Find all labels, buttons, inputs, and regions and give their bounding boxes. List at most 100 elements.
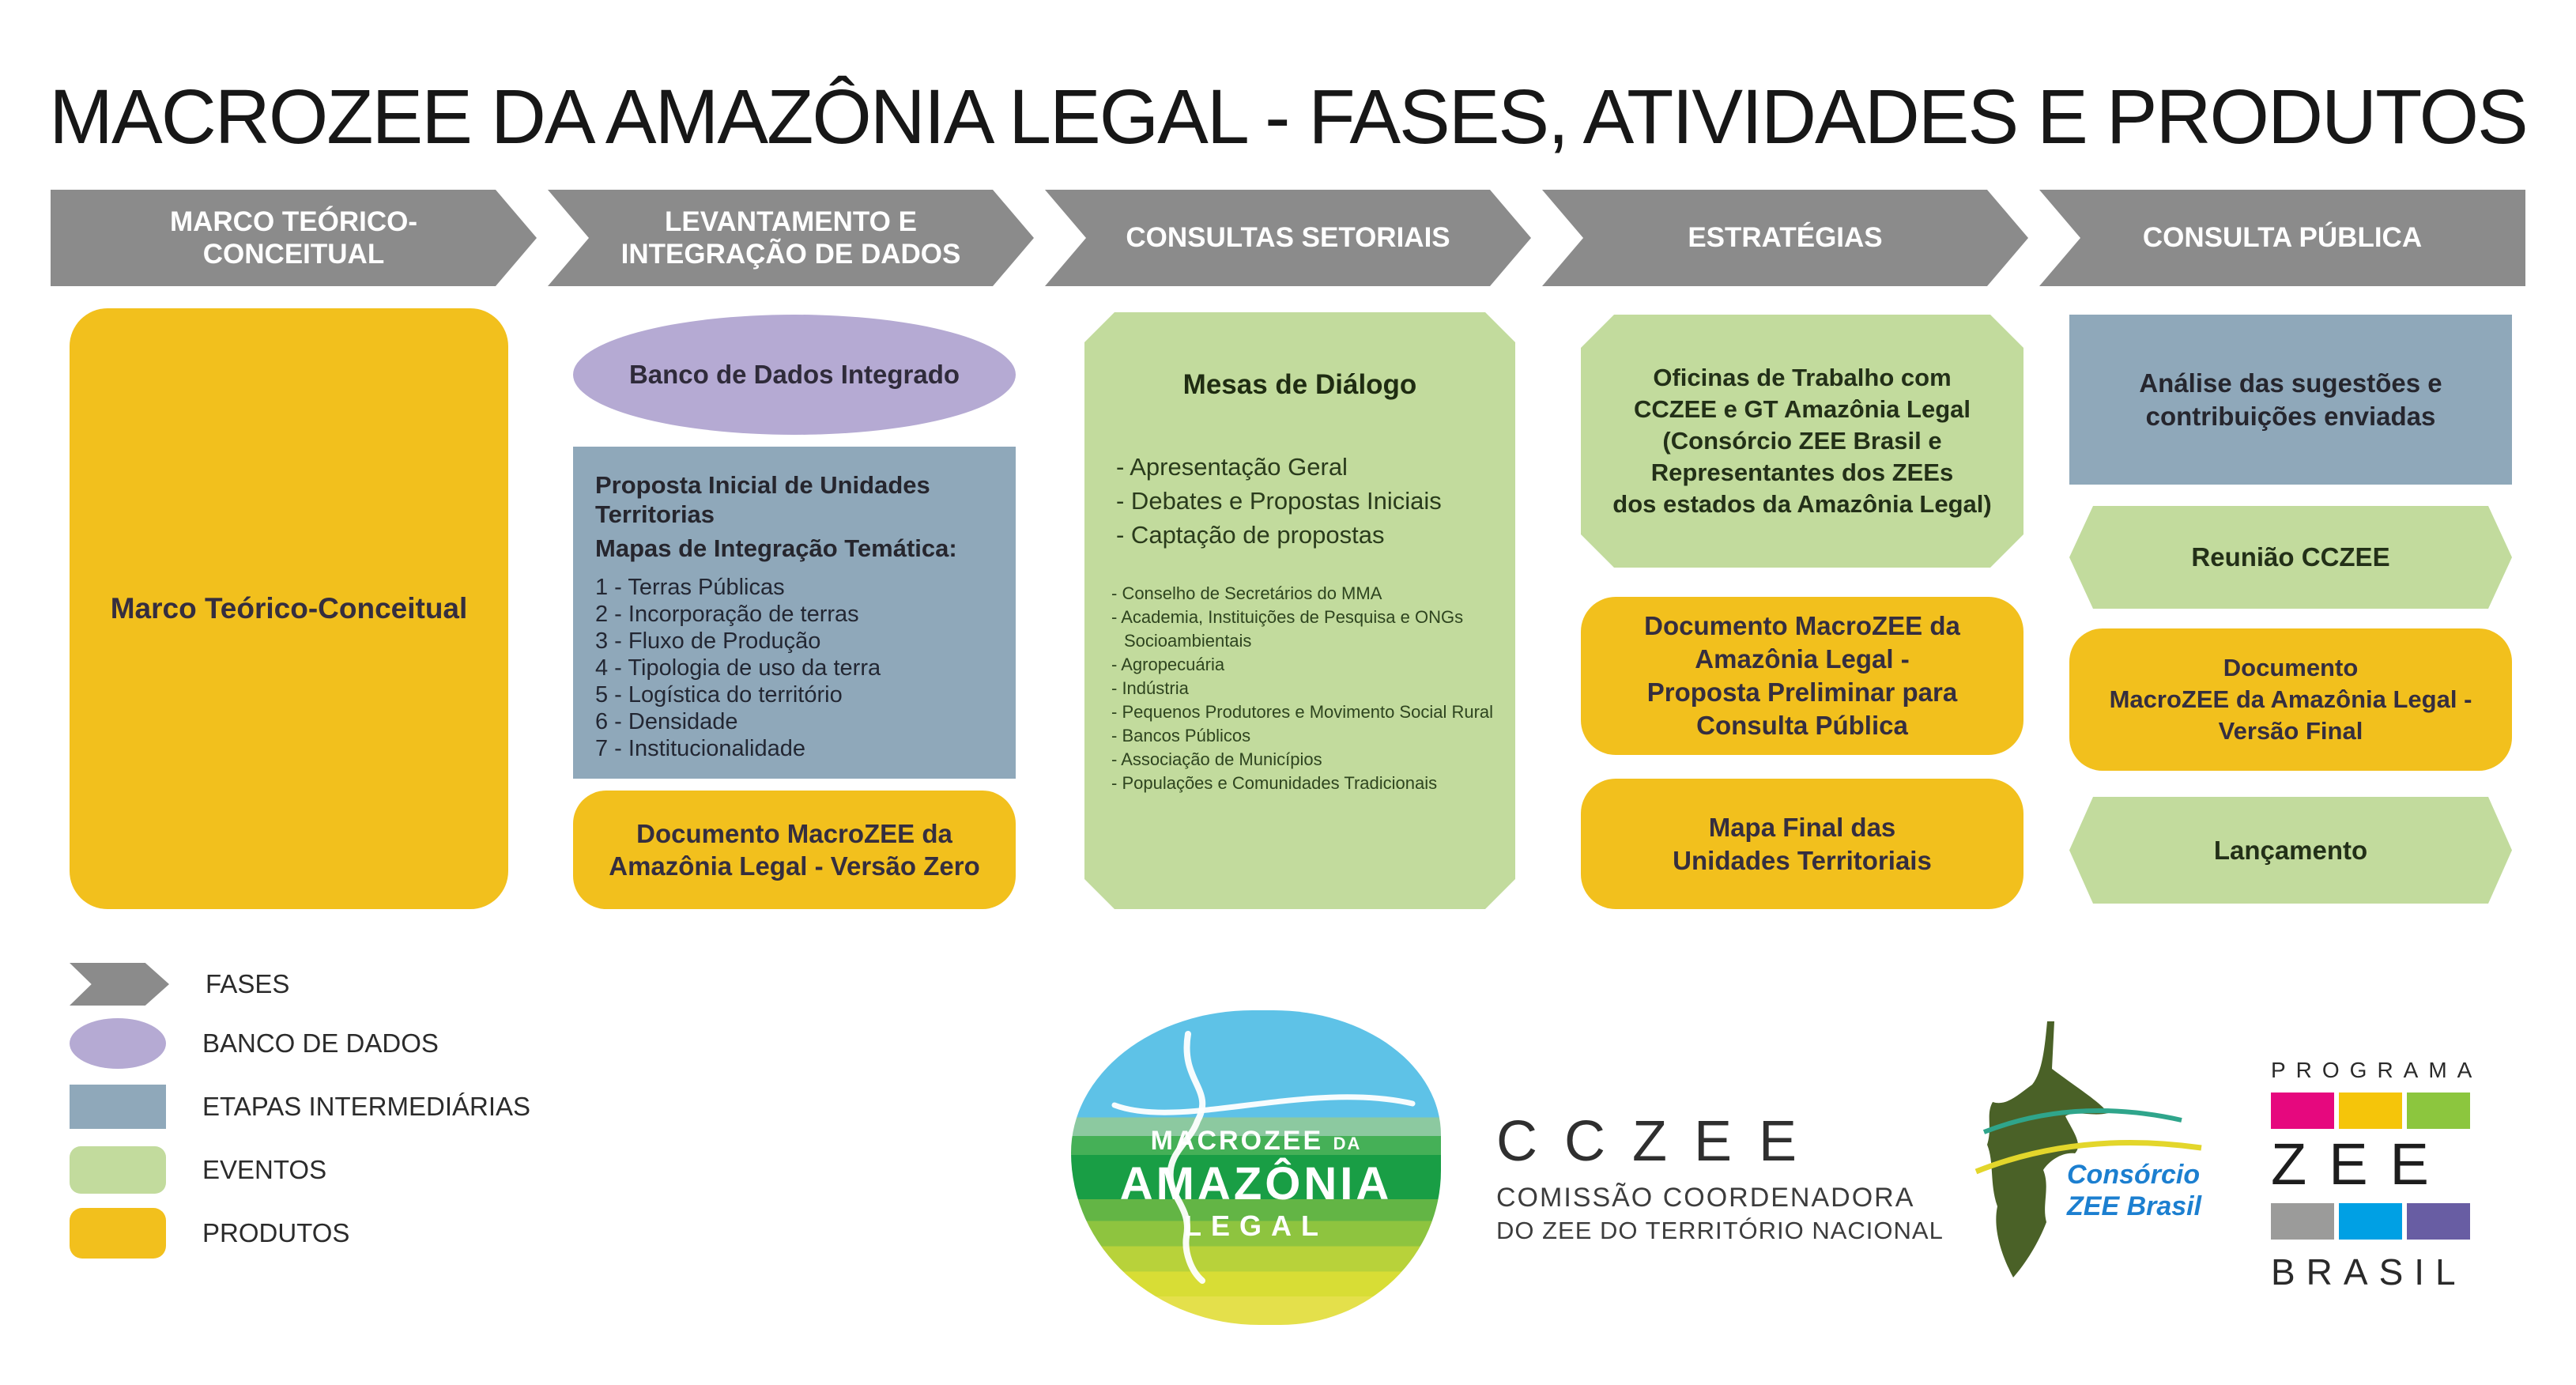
- box-label-line: MacroZEE da Amazônia Legal -: [2109, 685, 2472, 713]
- phase-label-line: LEVANTAMENTO E: [665, 206, 917, 237]
- phase-consultas-setoriais: CONSULTAS SETORIAIS: [1045, 190, 1531, 286]
- box-label-line: Documento MacroZEE da: [1644, 611, 1960, 640]
- programa-text: PROGRAMA: [2271, 1058, 2483, 1082]
- legend-rect-shape: [70, 1085, 166, 1129]
- box-label-line: Amazônia Legal -: [1695, 644, 1910, 674]
- list-item: 5 - Logística do território: [595, 682, 843, 708]
- logo-text: MACROZEE DA: [1071, 1126, 1441, 1157]
- list-item: 1 - Terras Públicas: [595, 575, 785, 600]
- list-item: - Indústria: [1111, 678, 1189, 698]
- list-item: - Captação de propostas: [1116, 521, 1385, 549]
- list-item: 3 - Fluxo de Produção: [595, 628, 821, 654]
- box-label: Reunião CCZEE: [2191, 542, 2390, 572]
- consorcio-text-line1: Consórcio: [2067, 1160, 2200, 1190]
- cczee-line1: COMISSÃO COORDENADORA: [1496, 1183, 1915, 1213]
- phase-label: ESTRATÉGIAS: [1688, 222, 1883, 254]
- list-item: - Academia, Instituições de Pesquisa e O…: [1111, 607, 1464, 651]
- brasil-text: BRASIL: [2271, 1251, 2467, 1293]
- zee-text: ZEE: [2271, 1131, 2451, 1197]
- box-oficinas-de-trabalho: Oficinas de Trabalho com CCZEE e GT Amaz…: [1581, 315, 2023, 568]
- magenta-square: [2271, 1093, 2334, 1129]
- box-label-line: Consulta Pública: [1696, 711, 1908, 740]
- box-documento-proposta-preliminar: Documento MacroZEE da Amazônia Legal - P…: [1581, 597, 2023, 755]
- list-item: - Associação de Municípios: [1111, 749, 1322, 769]
- box-label-line: Mapa Final das: [1708, 812, 1896, 842]
- legend-item-fases: FASES: [70, 963, 289, 1006]
- brazil-leaf-icon: Consórcio ZEE Brasil: [1974, 1021, 2203, 1277]
- legend-ellipse-shape: [70, 1018, 166, 1069]
- legend-item-produtos: PRODUTOS: [70, 1208, 349, 1259]
- box-label-line: Documento: [2223, 654, 2359, 681]
- box-label-line: Proposta Preliminar para: [1646, 677, 1958, 707]
- cczee-acronym: CCZEE: [1496, 1110, 1824, 1173]
- logo-text-legal: LEGAL: [1184, 1210, 1328, 1242]
- participantes-list: - Conselho de Secretários do MMA - Acade…: [1111, 582, 1509, 795]
- list-item: - Bancos Públicos: [1111, 726, 1251, 745]
- box-marco-teorico-conceitual: Marco Teórico-Conceitual: [70, 308, 508, 909]
- legend-label: EVENTOS: [202, 1155, 327, 1184]
- list-item: - Debates e Propostas Iniciais: [1116, 487, 1442, 515]
- box-label-line: Oficinas de Trabalho com: [1653, 364, 1952, 391]
- box-label-line: Documento MacroZEE da: [636, 818, 952, 848]
- box-mesas-de-dialogo: Mesas de Diálogo - Apresentação Geral - …: [1084, 312, 1515, 909]
- mapas-tematicos-list: 1 - Terras Públicas 2 - Incorporação de …: [595, 574, 994, 762]
- phase-marco-teorico: MARCO TEÓRICO-CONCEITUAL: [51, 190, 537, 286]
- atividades-list: - Apresentação Geral - Debates e Propost…: [1116, 450, 1515, 552]
- legend-arrow-shape: [70, 963, 169, 1006]
- box-label-line: dos estados da Amazônia Legal): [1612, 490, 1992, 518]
- logo-text-da: DA: [1333, 1134, 1362, 1153]
- list-item: 6 - Densidade: [595, 709, 738, 734]
- gray-square: [2271, 1203, 2334, 1240]
- phase-label: CONSULTAS SETORIAIS: [1126, 222, 1450, 254]
- phase-consulta-publica: CONSULTA PÚBLICA: [2039, 190, 2525, 286]
- purple-square: [2407, 1203, 2470, 1240]
- phase-label-line: INTEGRAÇÃO DE DADOS: [620, 239, 961, 270]
- river-lines-icon: [1111, 1031, 1416, 1284]
- color-squares-row-top: [2271, 1093, 2470, 1129]
- phase-label: MARCO TEÓRICO-CONCEITUAL: [169, 206, 418, 270]
- phase-levantamento: LEVANTAMENTO E INTEGRAÇÃO DE DADOS: [548, 190, 1034, 286]
- list-item: 4 - Tipologia de uso da terra: [595, 655, 881, 681]
- box-label: Marco Teórico-Conceitual: [110, 592, 468, 625]
- phase-estrategias: ESTRATÉGIAS: [1542, 190, 2028, 286]
- box-label-line: Amazônia Legal - Versão Zero: [609, 851, 980, 881]
- hex-reuniao-cczee: Reunião CCZEE: [2069, 506, 2512, 609]
- box-label: Lançamento: [2213, 835, 2368, 865]
- box-label-line: Representantes dos ZEEs: [1650, 459, 1954, 486]
- phases-band: MARCO TEÓRICO-CONCEITUAL LEVANTAMENTO E …: [51, 190, 2525, 286]
- list-item: - Agropecuária: [1111, 655, 1225, 674]
- box-label-line: Unidades Territoriais: [1673, 845, 1932, 875]
- legend-item-eventos: EVENTOS: [70, 1146, 326, 1194]
- box-label-line: Análise das sugestões e: [2139, 368, 2442, 398]
- etapa-subtitle: Mapas de Integração Temática:: [595, 534, 957, 562]
- legend-green-shape: [70, 1146, 166, 1194]
- box-label-line: CCZEE e GT Amazônia Legal: [1633, 395, 1971, 423]
- etapa-title: Proposta Inicial de Unidades Territorias: [595, 471, 930, 528]
- legend-label: FASES: [206, 969, 290, 998]
- legend-label: PRODUTOS: [202, 1218, 350, 1247]
- list-item: - Apresentação Geral: [1116, 453, 1348, 481]
- legend-label: ETAPAS INTERMEDIÁRIAS: [202, 1092, 531, 1121]
- legend-label: BANCO DE DADOS: [202, 1028, 439, 1058]
- list-item: 2 - Incorporação de terras: [595, 602, 859, 627]
- box-proposta-inicial: Proposta Inicial de Unidades Territorias…: [573, 447, 1016, 779]
- hex-lancamento: Lançamento: [2069, 797, 2512, 904]
- green-square: [2407, 1093, 2470, 1129]
- list-item: 7 - Institucionalidade: [595, 736, 805, 761]
- box-documento-versao-zero: Documento MacroZEE da Amazônia Legal - V…: [573, 791, 1016, 909]
- consorcio-text-line2: ZEE Brasil: [2066, 1191, 2203, 1221]
- cczee-logo: CCZEE COMISSÃO COORDENADORA DO ZEE DO TE…: [1496, 1110, 1944, 1245]
- blue-square: [2339, 1203, 2402, 1240]
- mesas-title: Mesas de Diálogo: [1182, 369, 1417, 400]
- logo-text-macrozee: MACROZEE: [1150, 1126, 1324, 1156]
- list-item: - Conselho de Secretários do MMA: [1111, 583, 1382, 603]
- list-item: - Pequenos Produtores e Movimento Social…: [1111, 702, 1494, 722]
- list-item: - Populações e Comunidades Tradicionais: [1111, 773, 1438, 793]
- cczee-line2: DO ZEE DO TERRITÓRIO NACIONAL: [1496, 1217, 1944, 1244]
- ellipse-label: Banco de Dados Integrado: [628, 360, 960, 389]
- programa-zee-brasil-logo: PROGRAMA ZEE BRASIL: [2271, 1058, 2483, 1293]
- box-analise-sugestoes: Análise das sugestões e contribuições en…: [2069, 315, 2512, 485]
- phase-label: CONSULTA PÚBLICA: [2142, 222, 2423, 254]
- yellow-square: [2339, 1093, 2402, 1129]
- box-label-line: Versão Final: [2218, 717, 2363, 745]
